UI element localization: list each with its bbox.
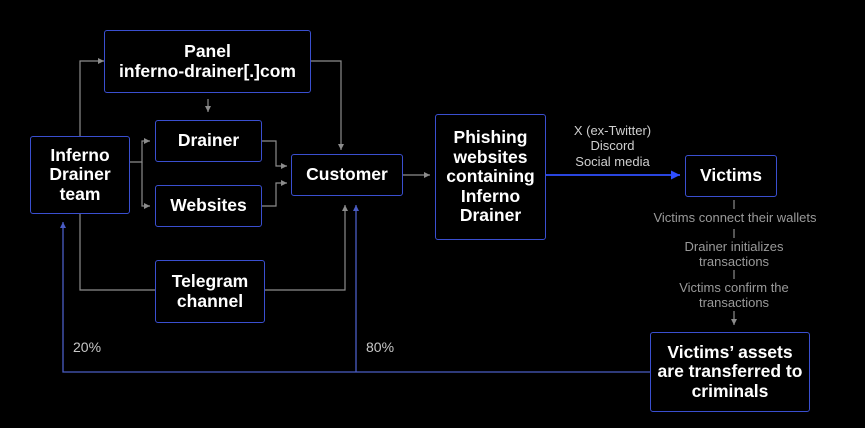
step-victims-confirm: Victims confirm the transactions xyxy=(679,280,789,311)
inferno-drainer-team-node: Inferno Drainer team xyxy=(30,136,130,214)
websites-node: Websites xyxy=(155,185,262,227)
drainer-node: Drainer xyxy=(155,120,262,162)
victims-assets-node: Victims’ assets are transferred to crimi… xyxy=(650,332,810,412)
arrow-telegram-to-customer xyxy=(265,205,348,291)
step-connect-wallets: Victims connect their wallets xyxy=(653,210,817,225)
channel-x-twitter: X (ex-Twitter) xyxy=(573,123,652,138)
phishing-websites-node: Phishing websites containing Inferno Dra… xyxy=(435,114,546,240)
arrow-drainer-to-customer xyxy=(262,140,287,169)
panel-node: Panel inferno-drainer[.]com xyxy=(104,30,311,93)
drainer-label: Drainer xyxy=(177,130,240,151)
team-share-percent: 20% xyxy=(73,339,102,355)
team-label: Inferno Drainer team xyxy=(49,144,111,204)
phishing-label: Phishing websites containing Inferno Dra… xyxy=(446,127,535,226)
line-team-to-telegram xyxy=(79,214,155,291)
customer-share-percent: 80% xyxy=(366,339,395,355)
assets-label: Victims’ assets are transferred to crimi… xyxy=(657,341,803,401)
websites-label: Websites xyxy=(170,195,247,216)
channel-discord: Discord xyxy=(590,138,635,154)
arrow-team-to-panel xyxy=(79,58,104,136)
telegram-label: Telegram channel xyxy=(171,270,249,311)
arrow-team-to-websites xyxy=(141,162,150,209)
victims-node: Victims xyxy=(685,155,777,197)
arrow-panel-to-customer xyxy=(311,60,344,150)
channel-social-media: Social media xyxy=(575,153,650,169)
customer-node: Customer xyxy=(291,154,403,196)
arrow-team-to-drainer xyxy=(130,138,150,163)
step-drainer-initializes: Drainer initializes transactions xyxy=(684,239,784,270)
customer-label: Customer xyxy=(306,164,388,185)
arrow-websites-to-customer xyxy=(262,180,287,207)
victims-label: Victims xyxy=(700,165,762,186)
panel-title: Panel xyxy=(184,40,231,61)
return-line-assets xyxy=(60,222,650,373)
distribution-channels-label: X (ex-Twitter) Discord Social media xyxy=(555,123,670,169)
telegram-channel-node: Telegram channel xyxy=(155,260,265,323)
panel-domain: inferno-drainer[.]com xyxy=(119,60,296,81)
